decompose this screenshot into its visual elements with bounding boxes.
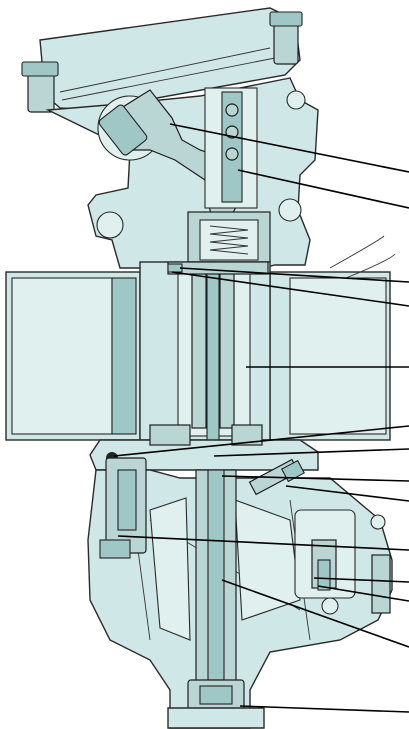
leader-line-6 [113,425,409,457]
right-cap-screw [273,23,299,65]
leader-line-9 [285,485,409,502]
pilot-screw-cap [99,539,131,559]
float-arm-bracket [371,554,391,614]
leader-line-4 [171,271,409,307]
leader-line-14 [239,705,409,713]
float-arm-pin [370,514,386,530]
slider-rail [221,91,243,203]
throttle-plunger [98,104,148,156]
slider-roller-2 [225,125,239,139]
leader-line-1 [169,123,409,173]
intake-bell-mouth [329,235,396,279]
main-jet-core [207,469,225,681]
leader-line-10 [117,535,409,551]
top-cover-rib [59,47,276,101]
upper-body-hole-1 [96,211,124,239]
upper-body-hole-3 [286,90,306,110]
upper-body [45,77,319,269]
bowl-drain-plug [167,707,265,729]
leader-line-7 [213,448,409,457]
pilot-screw-core [117,469,137,531]
intake-bore-right-face [289,277,387,435]
leader-line-13 [221,579,409,648]
leader-line-2 [237,169,409,209]
slide-base [89,439,319,471]
leader-line-8 [221,475,409,482]
leader-line-3 [179,267,409,283]
mid-block-left [149,424,191,446]
slider-roller-3 [225,147,239,161]
needle-tube-right [219,267,235,429]
float [149,497,191,641]
callout-leaders [113,123,409,713]
float-pivot [321,597,339,615]
mid-block-right [231,424,263,446]
upper-body-hole-2 [278,198,302,222]
needle-tube-left [191,267,207,429]
coil-spring [209,225,249,255]
float-valve-seat [317,559,331,591]
intake-bore-left-shadow [111,277,137,435]
pilot-jet-tip [281,459,305,483]
right-cap-screw-head [269,11,303,27]
slider-roller-1 [225,103,239,117]
intake-bore-left-face [11,277,113,435]
needle-clip [167,263,183,273]
main-jet-nut [199,685,233,705]
leader-line-12 [317,585,409,602]
leader-line-11 [313,577,409,583]
left-cap-screw-head [21,61,59,77]
